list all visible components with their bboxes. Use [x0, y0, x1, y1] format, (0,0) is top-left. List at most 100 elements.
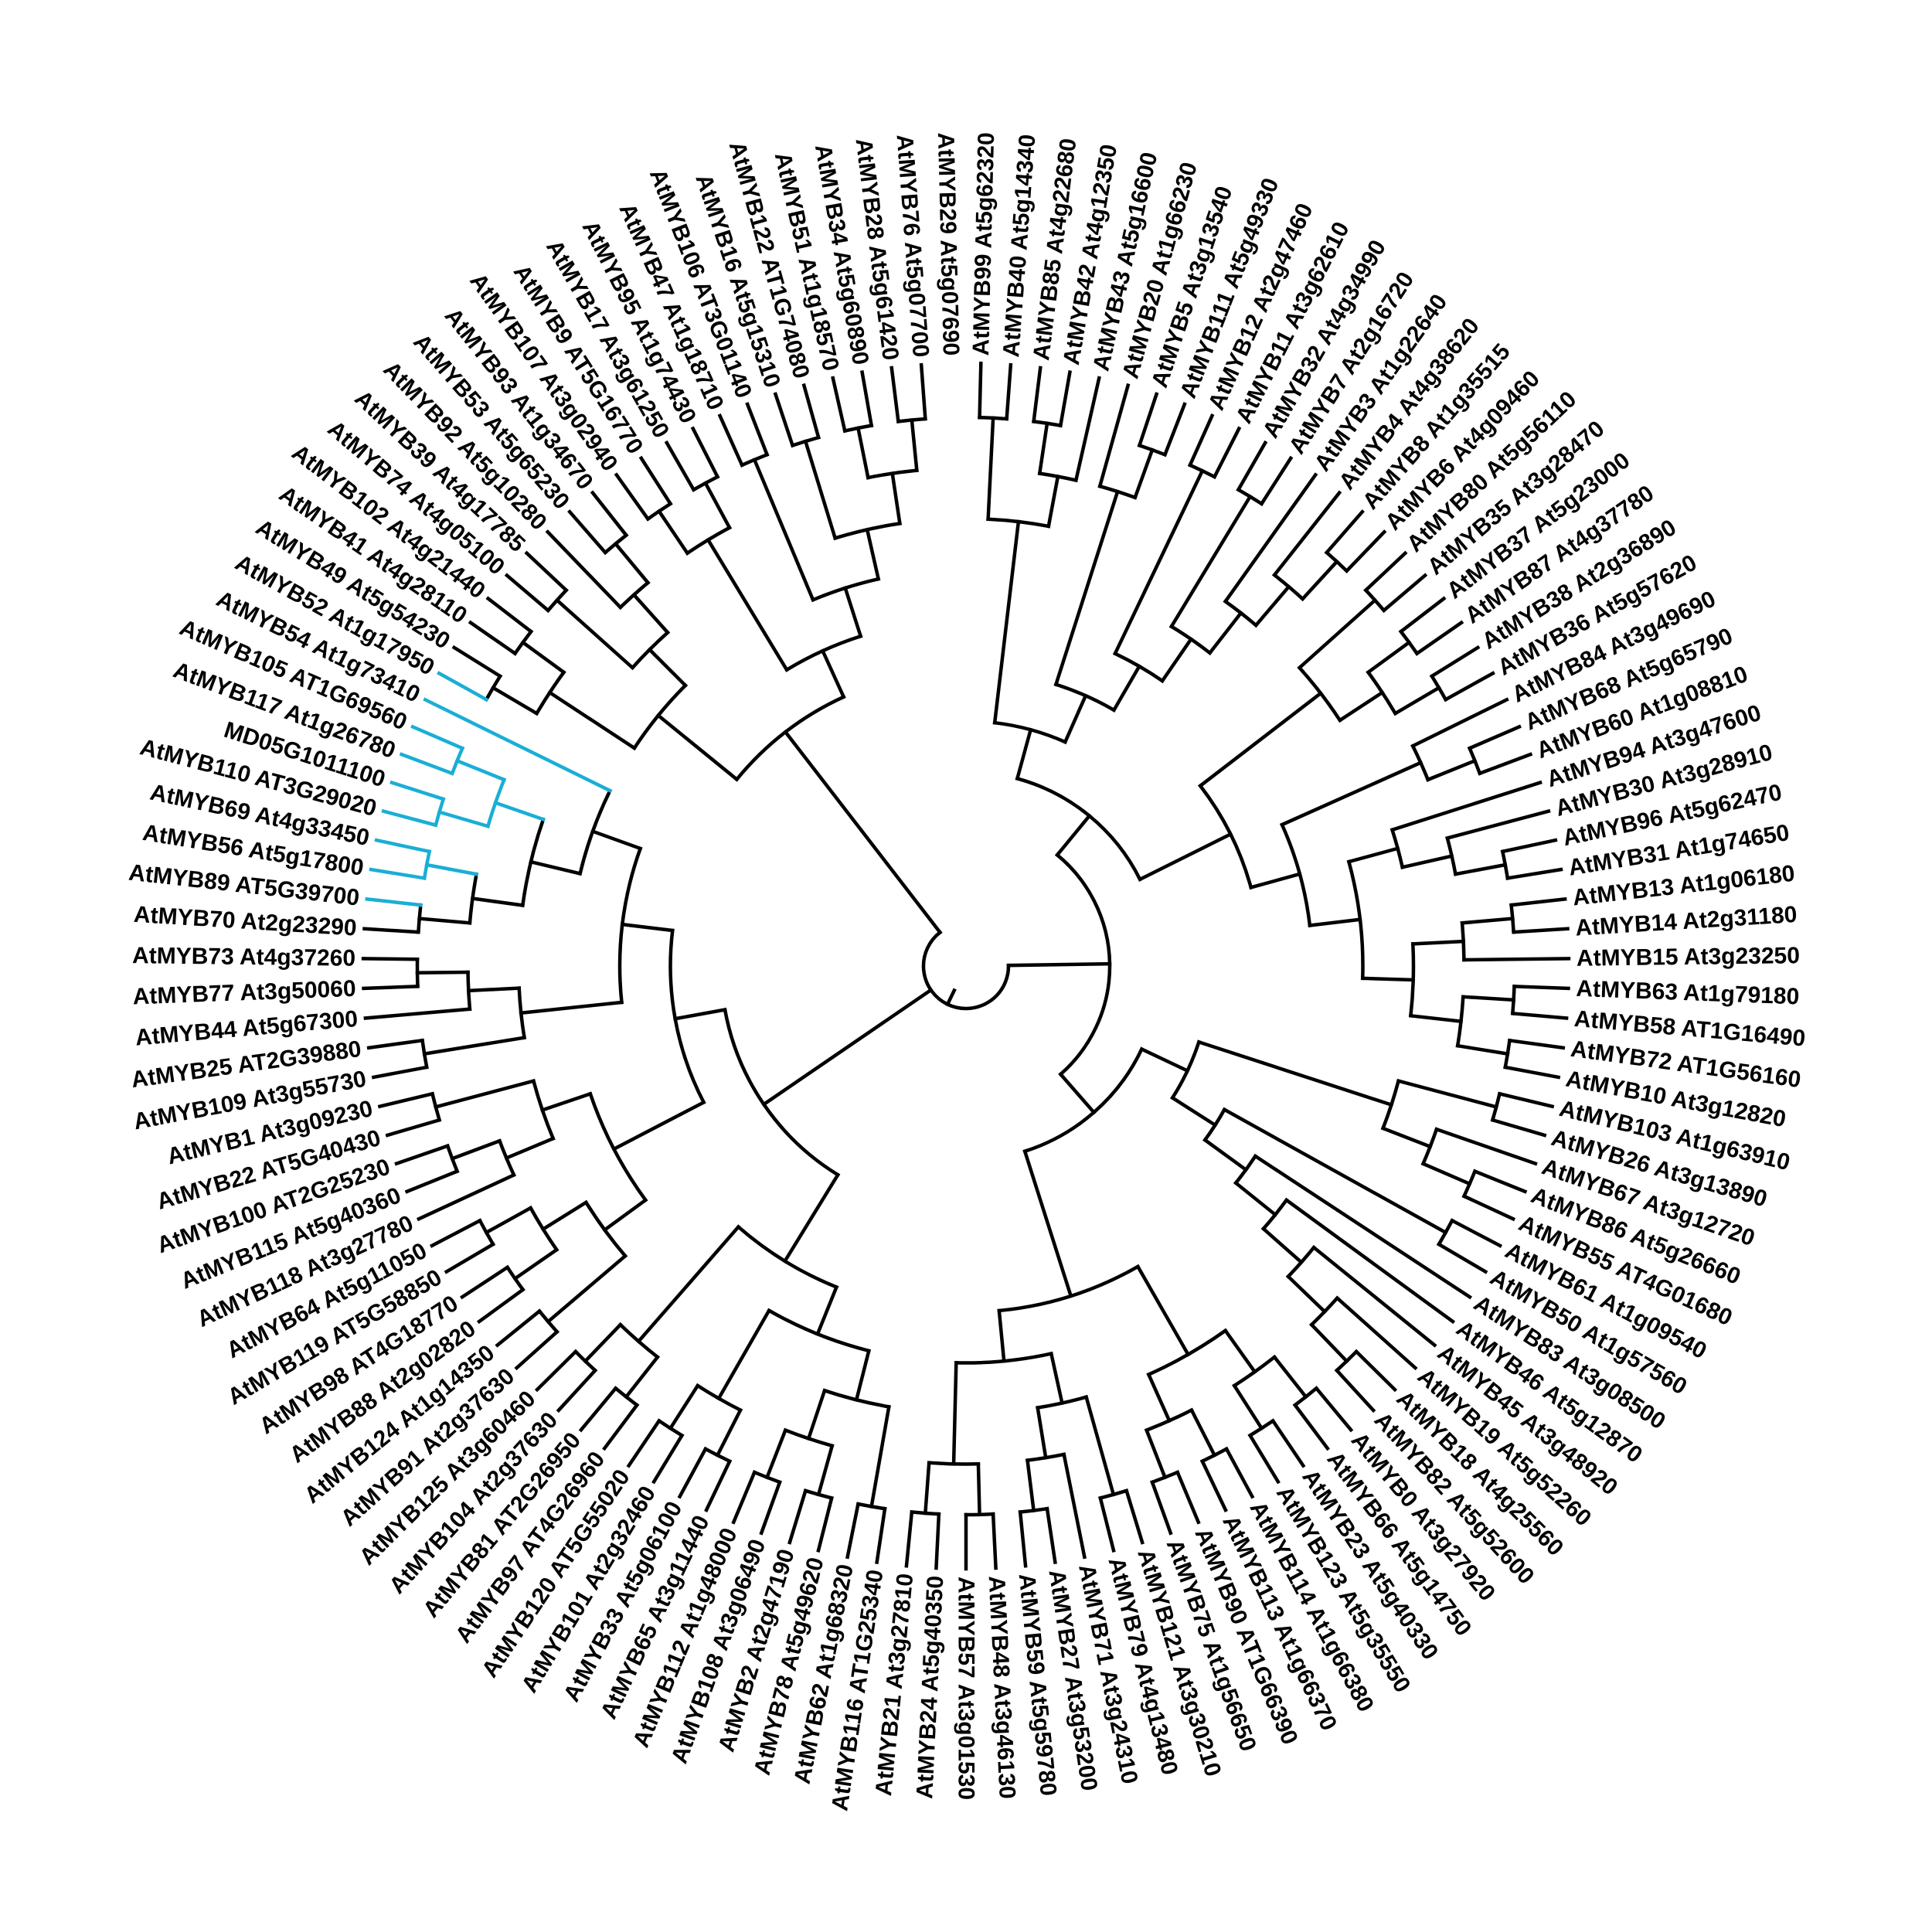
branch-radial-215: [764, 1427, 788, 1480]
branch-arc-317: [534, 669, 566, 716]
branch-radial-172: [997, 1308, 1006, 1363]
branch-radial-196: [904, 1510, 914, 1568]
branch-radial-143: [1335, 1295, 1418, 1371]
branch-radial-82: [1389, 780, 1543, 832]
branch-radial-27: [1137, 392, 1159, 448]
branch-arc-60: [1366, 669, 1398, 716]
branch-radial-182: [1062, 1452, 1087, 1560]
branch-radial-312: [783, 729, 943, 935]
branch-radial-243: [602, 1197, 648, 1233]
branch-radial-46: [1271, 490, 1342, 578]
branch-radial-207: [875, 1506, 887, 1564]
branch-radial-183: [1025, 1458, 1036, 1513]
branch-radial-286: [361, 957, 420, 961]
branch-radial-180: [1036, 1405, 1048, 1460]
branch-radial-332: [631, 592, 671, 635]
branch-radial-119: [1380, 1126, 1433, 1149]
branch-radial-189: [976, 1461, 981, 1517]
branch-radial-103: [1512, 985, 1570, 991]
branch-radial-57: [1363, 550, 1408, 593]
branch-radial-107: [1507, 1038, 1566, 1050]
branch-radial-247: [514, 1329, 560, 1371]
branch-radial-50: [1344, 529, 1387, 573]
branch-radial-9: [986, 416, 995, 522]
branch-radial-274: [519, 1000, 624, 1015]
branch-arc-204: [822, 1388, 891, 1409]
branch-arc-21: [1053, 682, 1117, 713]
branch-radial-154: [1271, 1354, 1308, 1400]
branch-radial-295: [362, 927, 420, 934]
branch-arc-290: [520, 817, 546, 908]
branch-radial-261: [504, 1136, 556, 1161]
branch-radial-115: [1396, 1078, 1498, 1110]
branch-radial-3: [1054, 813, 1092, 858]
branch-radial-233: [602, 1402, 640, 1451]
branch-radial-303: [437, 809, 491, 828]
branch-arc-95: [1509, 903, 1516, 934]
branch-radial-316: [547, 689, 637, 751]
branch-radial-83: [1400, 854, 1454, 869]
branch-radial-321: [451, 645, 503, 679]
branch-radial-369: [910, 418, 919, 473]
branch-radial-208: [845, 1502, 861, 1560]
branch-radial-24: [1097, 383, 1131, 488]
branch-arc-348: [691, 474, 720, 492]
branch-arc-2: [1054, 852, 1112, 1077]
branch-radial-174: [1049, 1351, 1065, 1406]
branch-radial-176: [1083, 1394, 1116, 1497]
branch-radial-254: [460, 1264, 510, 1300]
branch-radial-152: [1223, 1328, 1257, 1375]
branch-radial-234: [578, 1386, 618, 1433]
branch-arc-230: [617, 1322, 661, 1360]
branch-radial-20: [1063, 693, 1088, 745]
branch-radial-39: [1236, 440, 1268, 492]
branch-radial-97: [1512, 927, 1570, 934]
branch-arc-66: [1429, 673, 1448, 702]
branch-radial-287: [590, 828, 643, 851]
branch-arc-45: [1271, 572, 1305, 602]
branch-arc-10: [978, 415, 1009, 421]
branch-radial-217: [759, 1479, 782, 1536]
branch-radial-238: [534, 1349, 579, 1393]
branch-arc-155: [1292, 1386, 1319, 1408]
leaf-label: AtMYB57 At3g01530: [954, 1577, 979, 1800]
branch-radial-85: [1445, 808, 1551, 841]
branch-arc-319: [484, 673, 503, 702]
branch-radial-283: [415, 970, 470, 975]
branch-radial-37: [1168, 494, 1253, 629]
branch-radial-68: [1443, 671, 1495, 702]
branch-radial-157: [1292, 1402, 1330, 1451]
branch-arc-36: [1168, 624, 1213, 656]
branch-radial-170: [1175, 1470, 1201, 1525]
branch-radial-341: [706, 537, 790, 672]
branch-radial-74: [1425, 758, 1478, 782]
branch-radial-117: [1497, 1091, 1555, 1109]
branch-arc-260: [531, 1078, 556, 1141]
branch-arc-302: [485, 777, 507, 828]
branch-arc-62: [1398, 629, 1420, 656]
branch-radial-186: [1018, 1510, 1028, 1568]
leaf-label: AtMYB70 At2g23290: [133, 902, 357, 941]
branch-arc-226: [656, 1418, 685, 1438]
branch-arc-91: [1408, 942, 1416, 1018]
branch-radial-191: [991, 1512, 998, 1570]
branch-radial-203: [854, 1349, 872, 1403]
branch-radial-164: [1189, 1407, 1217, 1458]
branch-radial-300: [374, 838, 432, 854]
branch-radial-371: [889, 366, 900, 424]
branch-radial-41: [1207, 611, 1243, 656]
branch-arc-220: [695, 1383, 743, 1413]
branch-arc-313: [734, 694, 846, 782]
branch-arc-16: [1032, 419, 1063, 428]
leaf-label: AtMYB15 At3g23250: [1577, 943, 1800, 971]
branch-radial-367: [831, 376, 847, 434]
branch-radial-351: [842, 586, 863, 639]
branch-radial-12: [1005, 362, 1013, 421]
branch-radial-197: [761, 987, 934, 1107]
branch-radial-140: [1311, 1245, 1437, 1348]
branch-radial-94: [1460, 917, 1515, 925]
branch-radial-138: [1260, 1226, 1304, 1265]
branch-radial-15: [1037, 421, 1049, 476]
branch-radial-251: [512, 1247, 560, 1281]
branch-arc-127: [1202, 1107, 1227, 1143]
